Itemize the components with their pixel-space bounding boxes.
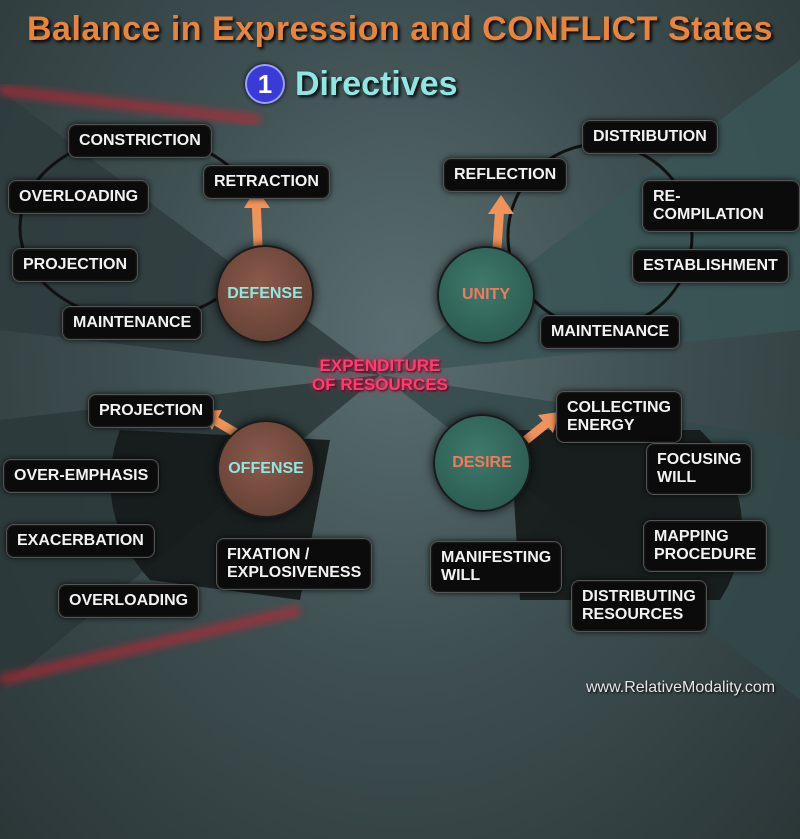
section-number-badge: 1: [245, 64, 285, 104]
offense-item-overloading: OVERLOADING: [58, 584, 200, 618]
page-title: Balance in Expression and CONFLICT State…: [26, 10, 773, 48]
unity-item-maintenance: MAINTENANCE: [540, 315, 681, 349]
red-glow-top: [0, 85, 261, 125]
defense-item-overloading: OVERLOADING: [8, 180, 150, 214]
unity-item-distribution: DISTRIBUTION: [582, 120, 718, 154]
arrow-desire-head: [538, 412, 559, 433]
offense-item-fixation: FIXATION / EXPLOSIVENESS: [216, 538, 373, 590]
offense-circle: OFFENSE: [217, 420, 315, 518]
unity-target-reflection: REFLECTION: [443, 158, 568, 192]
red-glow-bottom: [0, 605, 302, 685]
offense-item-exacerbation: EXACERBATION: [6, 524, 155, 558]
arrow-offense-shaft: [211, 416, 239, 437]
desire-item-manifesting-will: MANIFESTING WILL: [430, 541, 563, 593]
desire-item-distributing-resources: DISTRIBUTING RESOURCES: [571, 580, 707, 632]
arrow-unity-head: [488, 195, 514, 214]
defense-target-retraction: RETRACTION: [203, 165, 330, 199]
unity-circle: UNITY: [437, 246, 535, 344]
website-url: www.RelativeModality.com: [586, 679, 776, 696]
arrow-desire-shaft: [523, 419, 550, 444]
desire-item-mapping-procedure: MAPPING PROCEDURE: [643, 520, 768, 572]
desire-item-focusing-will: FOCUSING WILL: [646, 443, 753, 495]
defense-circle: DEFENSE: [216, 245, 314, 343]
unity-item-establishment: ESTABLISHMENT: [632, 249, 789, 283]
defense-item-maintenance: MAINTENANCE: [62, 306, 203, 340]
desire-target-collecting-energy: COLLECTING ENERGY: [556, 391, 682, 443]
desire-circle: DESIRE: [433, 414, 531, 512]
section-heading: 1 Directives: [245, 64, 458, 104]
defense-item-constriction: CONSTRICTION: [68, 124, 212, 158]
unity-item-recompilation: RE-COMPILATION: [642, 180, 800, 232]
defense-item-projection: PROJECTION: [12, 248, 139, 282]
center-label-expenditure: EXPENDITURE OF RESOURCES: [311, 356, 449, 394]
section-title: Directives: [295, 64, 458, 103]
offense-item-overemphasis: OVER-EMPHASIS: [3, 459, 160, 493]
offense-target-projection: PROJECTION: [88, 394, 215, 428]
